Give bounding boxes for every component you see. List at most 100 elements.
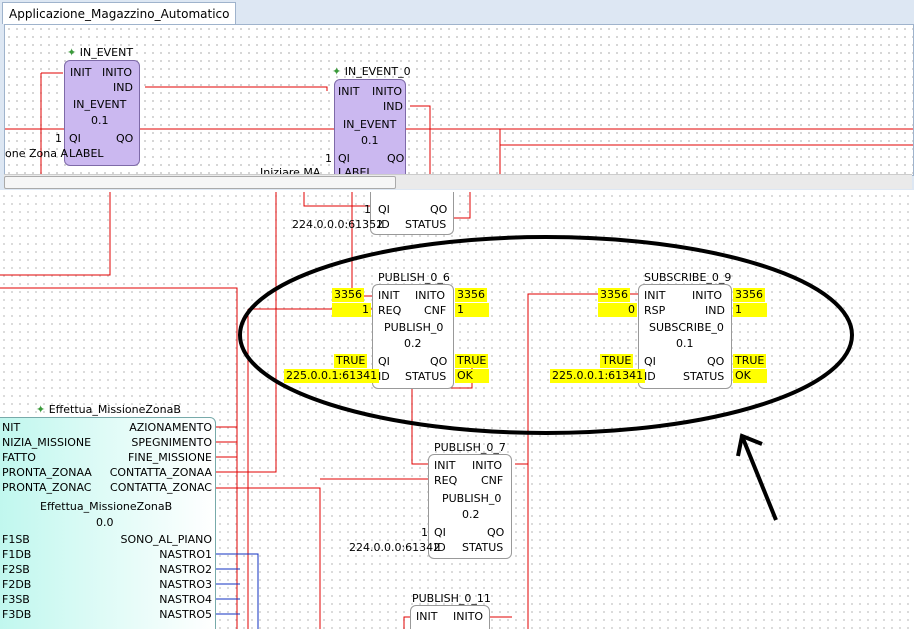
port-id[interactable]: ID [434, 541, 446, 554]
id-value: 224.0.0.0:61342 [349, 541, 441, 554]
qi-value: TRUE [334, 354, 368, 368]
port-data-in[interactable]: F3DB [2, 608, 32, 621]
block-type: IN_EVENT [343, 118, 397, 131]
wires [0, 192, 854, 629]
port-qo[interactable]: QO [430, 355, 448, 368]
port-id[interactable]: ID [644, 370, 656, 383]
port-data-in[interactable]: F1SB [2, 533, 30, 546]
in-event-block[interactable] [64, 60, 140, 166]
effettua-block[interactable] [0, 417, 216, 629]
top-wires [5, 72, 913, 175]
port-id[interactable]: ID [378, 370, 390, 383]
port-event-out[interactable]: FINE_MISSIONE [127, 451, 212, 464]
port-qi[interactable]: QI [378, 355, 390, 368]
port-status[interactable]: STATUS [683, 370, 725, 383]
port-event-out[interactable]: SPEGNIMENTO [131, 436, 212, 449]
port-init[interactable]: INIT [378, 289, 400, 302]
block-version: 0.0 [96, 516, 114, 529]
inito-value: 3356 [733, 288, 765, 302]
port-event-in[interactable]: NIT [2, 421, 21, 434]
port-data-in[interactable]: F2SB [2, 563, 30, 576]
port-data-out[interactable]: NASTRO3 [159, 578, 212, 591]
port-qo[interactable]: QO [430, 203, 448, 216]
port-init[interactable]: INIT [416, 610, 438, 623]
port-event-in[interactable]: FATTO [2, 451, 36, 464]
id-value: 225.0.0.1:61341 [550, 369, 646, 383]
port-qo[interactable]: QO [487, 526, 505, 539]
port-data-out[interactable]: SONO_AL_PIANO [120, 533, 212, 546]
block-version: 0.1 [676, 337, 694, 350]
init-value: 3356 [598, 288, 630, 302]
port-qi[interactable]: QI [69, 132, 81, 145]
port-ind[interactable]: IND [113, 81, 133, 94]
port-label[interactable]: LABEL [69, 147, 104, 160]
in-event-title: ✦ IN_EVENT [67, 46, 134, 59]
port-inito[interactable]: INITO [692, 289, 723, 302]
scrollbar-thumb[interactable] [4, 176, 396, 189]
port-id[interactable]: ID [378, 218, 390, 231]
port-status[interactable]: STATUS [405, 370, 447, 383]
port-status[interactable]: STATUS [462, 541, 504, 554]
port-qi[interactable]: QI [644, 355, 656, 368]
port-init[interactable]: INIT [70, 66, 92, 79]
horizontal-scrollbar[interactable] [4, 174, 912, 189]
port-req[interactable]: REQ [378, 304, 402, 317]
port-data-in[interactable]: F1DB [2, 548, 32, 561]
port-inito[interactable]: INITO [415, 289, 446, 302]
port-inito[interactable]: INITO [102, 66, 133, 79]
port-event-out[interactable]: CONTATTA_ZONAA [109, 466, 212, 479]
in-event-0-title: ✦ IN_EVENT_0 [332, 65, 411, 78]
port-qi[interactable]: QI [434, 526, 446, 539]
port-qi[interactable]: QI [338, 152, 350, 165]
port-rsp[interactable]: RSP [644, 304, 666, 317]
main-canvas[interactable]: 1 QI QO 224.0.0.0:61352 ID STATUS PUBLIS… [0, 192, 914, 629]
port-event-in[interactable]: NIZIA_MISSIONE [2, 436, 92, 449]
partial-block[interactable] [370, 192, 454, 235]
port-status[interactable]: STATUS [405, 218, 447, 231]
port-data-in[interactable]: F3SB [2, 593, 30, 606]
port-cnf[interactable]: CNF [424, 304, 447, 317]
qo-value: TRUE [455, 354, 489, 368]
port-ind[interactable]: IND [705, 304, 725, 317]
subscribe-0-9-block[interactable] [638, 284, 732, 389]
port-inito[interactable]: INITO [453, 610, 484, 623]
publish-0-7-block[interactable] [428, 454, 512, 559]
qi-value: 1 [325, 152, 332, 165]
port-data-out[interactable]: NASTRO5 [159, 608, 212, 621]
port-event-out[interactable]: CONTATTA_ZONAC [110, 481, 212, 494]
effettua-title: ✦ Effettua_MissioneZonaB [36, 403, 181, 416]
port-inito[interactable]: INITO [372, 85, 403, 98]
port-init[interactable]: INIT [338, 85, 360, 98]
in-event-0-block[interactable] [334, 79, 406, 175]
port-label[interactable]: LABEL [338, 166, 373, 176]
port-qo[interactable]: QO [116, 132, 134, 145]
port-qo[interactable]: QO [387, 152, 405, 165]
port-event-out[interactable]: AZIONAMENTO [129, 421, 212, 434]
tab-applicazione[interactable]: Applicazione_Magazzino_Automatico [2, 2, 237, 24]
ind-value: 1 [733, 303, 767, 317]
id-value: 225.0.0.1:61341 [284, 369, 380, 383]
port-data-out[interactable]: NASTRO1 [159, 548, 212, 561]
port-data-in[interactable]: F2DB [2, 578, 32, 591]
id-value: 224.0.0.0:61352 [292, 218, 384, 231]
port-req[interactable]: REQ [434, 474, 458, 487]
port-ind[interactable]: IND [383, 100, 403, 113]
port-qo[interactable]: QO [707, 355, 725, 368]
port-cnf[interactable]: CNF [481, 474, 504, 487]
port-data-out[interactable]: NASTRO2 [159, 563, 212, 576]
qi-value: 1 [364, 203, 371, 216]
port-data-out[interactable]: NASTRO4 [159, 593, 212, 606]
port-init[interactable]: INIT [644, 289, 666, 302]
green-star-icon: ✦ [36, 403, 46, 416]
publish-0-6-block[interactable] [372, 284, 454, 389]
port-event-in[interactable]: PRONTA_ZONAA [2, 466, 92, 479]
publish-0-7-title: PUBLISH_0_7 [434, 441, 506, 454]
publish-0-11-block[interactable] [410, 605, 490, 629]
port-event-in[interactable]: PRONTA_ZONAC [2, 481, 92, 494]
publish-0-11-title: PUBLISH_0_11 [412, 592, 491, 605]
port-init[interactable]: INIT [434, 459, 456, 472]
port-inito[interactable]: INITO [472, 459, 503, 472]
qo-value: TRUE [733, 354, 767, 368]
port-qi[interactable]: QI [378, 203, 390, 216]
top-canvas[interactable]: ✦ IN_EVENT INIT INITO IND IN_EVENT 0.1 1… [4, 24, 914, 176]
